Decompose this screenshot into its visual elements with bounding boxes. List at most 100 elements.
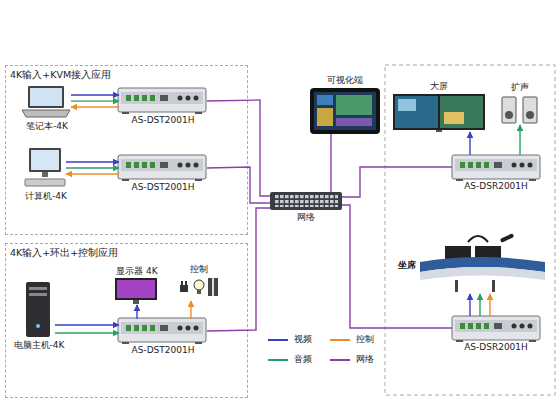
signal-connector	[66, 173, 119, 174]
signal-connector	[66, 161, 119, 162]
output-group-frame	[385, 65, 555, 395]
tablet-icon	[310, 88, 380, 134]
signal-connector	[469, 294, 470, 316]
screen-stand	[436, 130, 442, 132]
computer-stand	[42, 172, 48, 177]
tower-bay	[29, 287, 47, 290]
computer-keyboard	[25, 179, 65, 186]
encoder-box: AS-DST2001H	[119, 319, 207, 343]
tablet-tile	[336, 95, 372, 115]
computer-icon	[25, 148, 65, 186]
signal-connector	[71, 94, 119, 95]
big-screen-icon	[393, 94, 485, 132]
tablet-screen	[314, 92, 376, 130]
node-label: 大屏	[430, 81, 448, 92]
bulb-base	[197, 290, 201, 294]
legend-label: 音频	[294, 354, 312, 365]
node-label: 扩声	[511, 82, 529, 93]
encoder-box: AS-DST2001H	[119, 156, 207, 180]
laptop-screen	[28, 86, 64, 108]
computer-source: 计算机-4K	[26, 149, 66, 189]
signal-connector	[479, 294, 480, 316]
pc-tower-icon	[26, 282, 50, 337]
speaker-cone	[526, 111, 534, 119]
node-label: 可视化端	[327, 75, 363, 86]
node-label: AS-DST2001H	[132, 182, 195, 193]
plug-pin	[181, 281, 183, 285]
screen-frame	[393, 94, 485, 130]
desk-front	[420, 267, 545, 280]
operator-console: 坐席	[398, 232, 545, 294]
group-title: 4K输入+KVM接入应用	[10, 69, 111, 80]
headset	[468, 236, 488, 242]
tower-led	[36, 324, 40, 328]
laptop-source: 笔记本-4K	[23, 87, 71, 119]
switch-case	[270, 192, 342, 210]
control-icons	[180, 278, 218, 296]
monitor-display	[117, 280, 155, 298]
tower-case	[26, 282, 50, 337]
signal-connector	[489, 294, 490, 316]
legend-label: 视频	[294, 334, 312, 345]
speaker-box	[502, 97, 516, 123]
node-label: AS-DSR2001H	[464, 342, 528, 353]
network-switch: 网络	[270, 192, 342, 210]
node-label: AS-DST2001H	[132, 345, 195, 356]
plug-icon	[180, 285, 188, 292]
legend-line-sample	[268, 359, 288, 361]
signal-connector	[136, 305, 137, 319]
laptop-icon	[22, 86, 70, 117]
node-label: 笔记本-4K	[26, 121, 68, 132]
decoder-device	[452, 155, 540, 181]
network-switch-icon	[270, 192, 342, 210]
application-group: 电脑主机-4K显示器 4K控制AS-DST2001H4K输入+环出+控制应用	[5, 243, 248, 398]
node-label: 坐席	[398, 260, 416, 271]
node-label: 网络	[297, 212, 315, 223]
encoder-device	[118, 155, 206, 181]
signal-connector	[71, 106, 119, 107]
node-label: 计算机-4K	[25, 191, 67, 202]
laptop-base	[22, 110, 70, 117]
visual-terminal: 可视化端	[310, 88, 380, 134]
monitor-frame	[115, 278, 157, 300]
speaker-output: 扩声	[500, 95, 540, 125]
node-label: 电脑主机-4K	[14, 340, 65, 351]
signal-connector	[342, 205, 452, 328]
signal-connector	[190, 301, 191, 319]
curtain-icon	[208, 278, 218, 296]
laptop-display	[30, 88, 62, 106]
signal-connector	[71, 100, 119, 101]
big-screen: 大屏	[393, 94, 485, 132]
tablet-tile	[336, 118, 372, 126]
screen-panel	[395, 96, 438, 128]
monitor-display: 显示器 4K	[116, 279, 158, 305]
speaker-icon	[502, 97, 537, 123]
application-group: 笔记本-4K AS-DST2001H 计算机-4K AS-DST2001H 4K输入+K…	[5, 65, 248, 235]
decoder-device	[452, 316, 540, 342]
legend-line-sample	[330, 359, 350, 361]
screen-panel	[440, 96, 483, 128]
legend-label: 网络	[356, 354, 374, 365]
monitor-icon	[115, 278, 157, 304]
tablet-tile	[317, 108, 333, 126]
screen-window	[398, 99, 416, 111]
computer-monitor	[29, 148, 61, 172]
node-label: 控制	[190, 264, 208, 275]
legend-line-sample	[330, 339, 350, 341]
legend-line-sample	[268, 339, 288, 341]
speaker-cone	[505, 111, 513, 119]
signal-connector	[66, 167, 119, 168]
node-label: AS-DST2001H	[132, 115, 195, 126]
bulb-icon	[194, 280, 204, 290]
curtain-gap	[212, 278, 214, 296]
signal-connector	[330, 134, 331, 192]
signal-connector	[519, 125, 520, 155]
signal-connector	[55, 332, 119, 333]
monitor-stand	[133, 300, 139, 304]
signal-connector	[342, 167, 452, 197]
encoder-device	[118, 88, 206, 114]
signal-connector	[55, 324, 119, 325]
